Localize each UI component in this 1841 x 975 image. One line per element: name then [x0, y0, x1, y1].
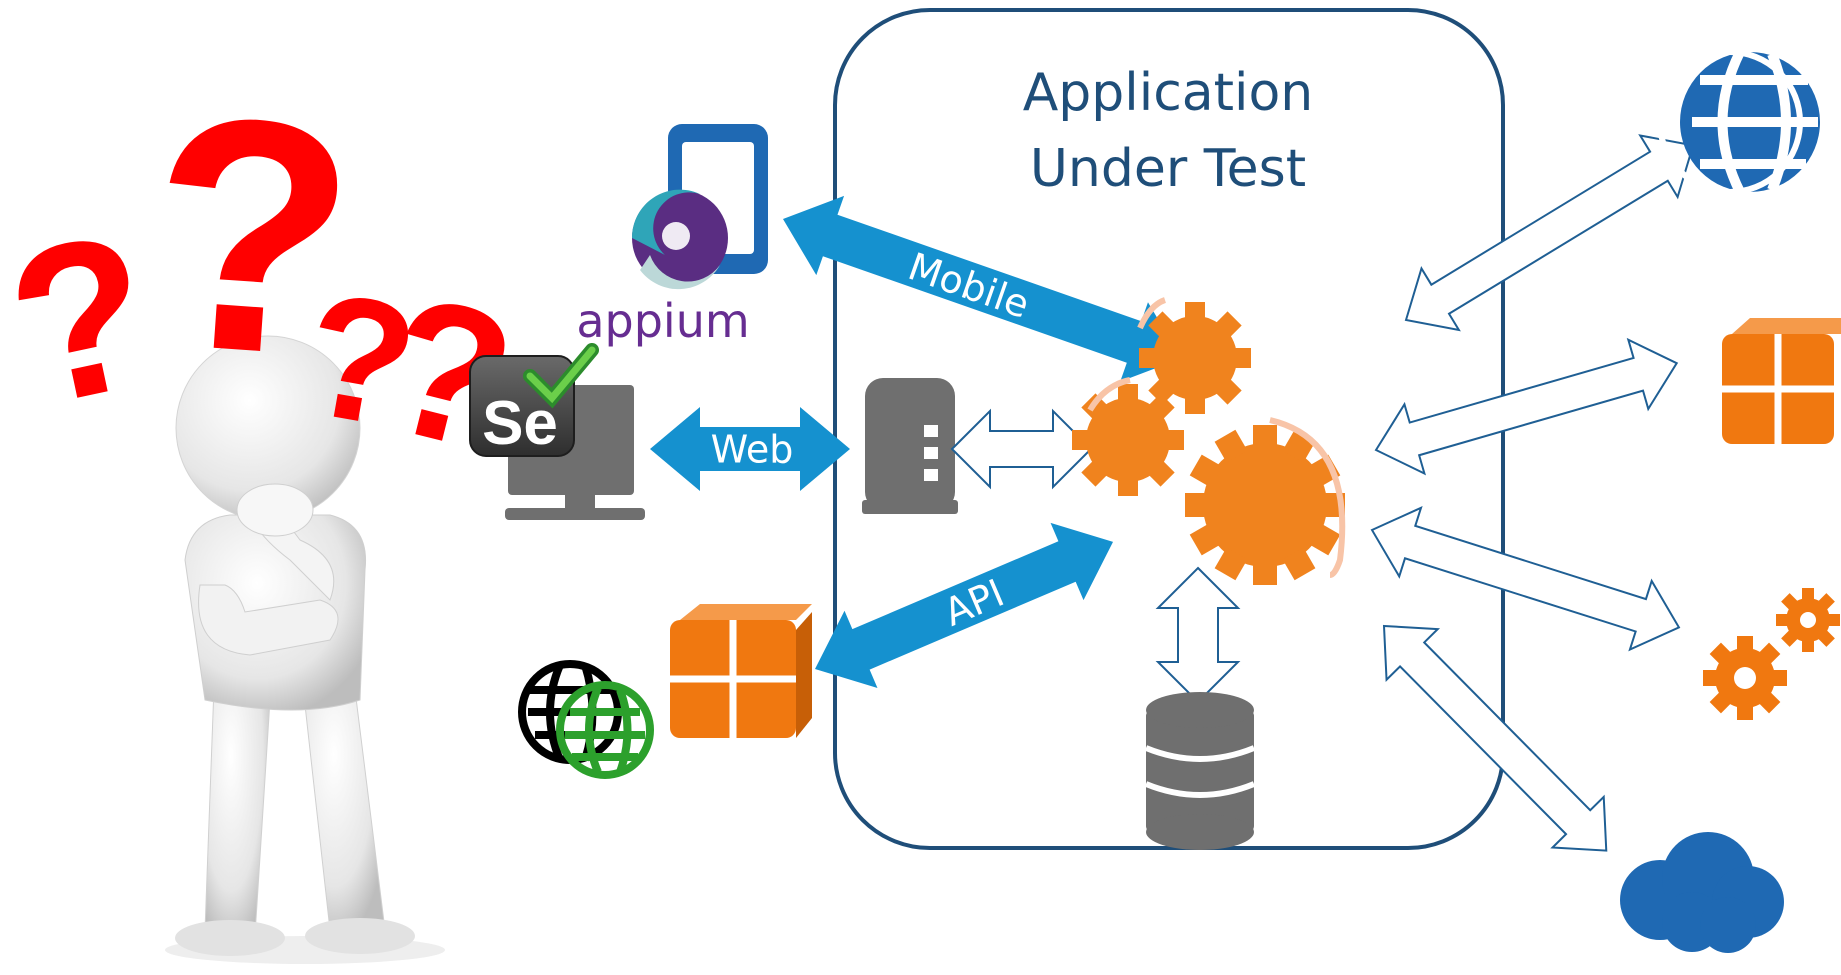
api-arrow: API	[815, 522, 1114, 689]
right-arrow-gears	[1370, 505, 1681, 652]
globe-green-black-icon	[518, 660, 654, 779]
question-mark-left: ?	[0, 185, 173, 454]
gears-small-icon	[1703, 588, 1840, 720]
right-arrow-package	[1374, 337, 1679, 476]
server-icon	[862, 378, 958, 514]
appium-logo: appium	[576, 189, 750, 348]
gears-icon	[1072, 297, 1346, 585]
question-mark-large: ?	[138, 45, 365, 427]
orange-package-icon	[670, 604, 812, 738]
aut-title-line2: Under Test	[1030, 139, 1306, 199]
cloud-icon	[1620, 832, 1784, 953]
package-icon	[1722, 318, 1841, 444]
mobile-label: Mobile	[903, 244, 1035, 327]
server-gears-arrow	[950, 408, 1093, 490]
appium-label: appium	[576, 294, 749, 348]
web-globe-icon	[1657, 49, 1820, 195]
right-arrow-cloud	[1382, 624, 1608, 852]
thinking-person	[165, 335, 445, 964]
gears-db-arrow	[1155, 566, 1241, 704]
web-arrow: Web	[650, 407, 850, 491]
web-label: Web	[711, 428, 794, 472]
question-marks: ? ? ? ?	[0, 45, 533, 494]
selenium-logo: Se	[469, 343, 599, 458]
database-icon	[1144, 692, 1256, 850]
aut-title-line1: Application	[1023, 63, 1314, 123]
